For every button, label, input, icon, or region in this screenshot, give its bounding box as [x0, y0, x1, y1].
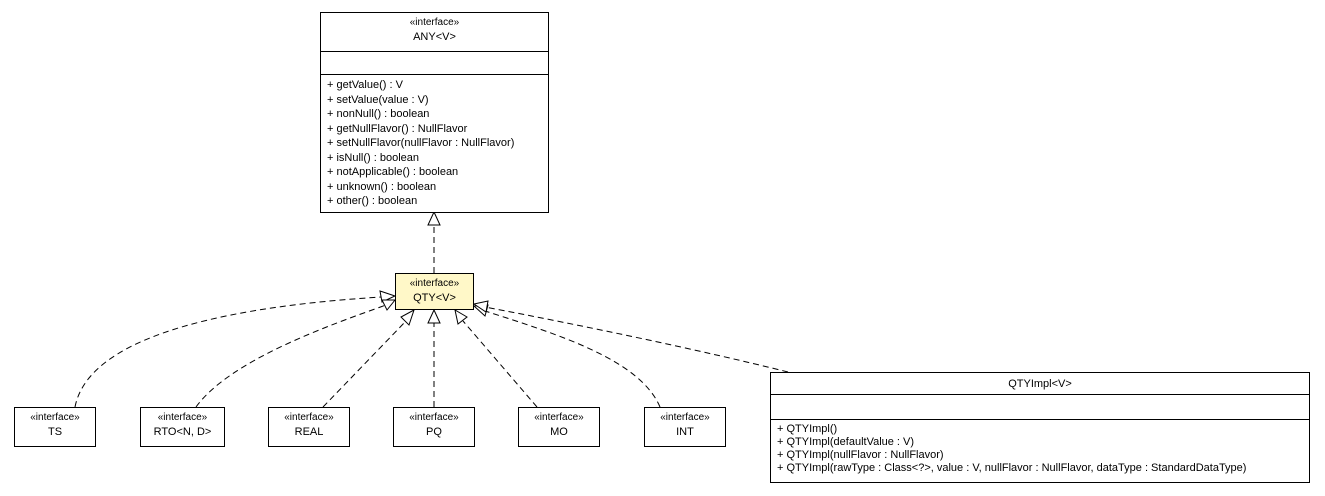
edge-impl-to-qty [484, 306, 789, 373]
any-stereotype: «interface» [409, 17, 460, 28]
qty-header: «interface» QTY<V> [396, 274, 473, 305]
arrowhead-impl [472, 300, 489, 313]
qtyimpl-name: QTYImpl<V> [1008, 378, 1072, 390]
int-header: «interface» INT [645, 408, 725, 439]
any-operation: + notApplicable() : boolean [327, 166, 459, 178]
qtyimpl-header: QTYImpl<V> [771, 373, 1309, 394]
qtyimpl-attributes [771, 394, 1309, 419]
class-real[interactable]: «interface» REAL [268, 407, 350, 447]
any-operations: + getValue() : V + setValue(value : V) +… [321, 74, 548, 212]
any-operation: + other() : boolean [327, 195, 418, 207]
qtyimpl-operation: + QTYImpl(defaultValue : V) [777, 436, 915, 448]
any-operation: + getNullFlavor() : NullFlavor [327, 122, 468, 135]
class-int[interactable]: «interface» INT [644, 407, 726, 447]
class-mo[interactable]: «interface» MO [518, 407, 600, 447]
any-attributes [321, 51, 548, 74]
rto-header: «interface» RTO<N, D> [141, 408, 224, 439]
pq-header: «interface» PQ [394, 408, 474, 439]
any-operation: + isNull() : boolean [327, 151, 420, 164]
any-operation: + nonNull() : boolean [327, 108, 430, 120]
pq-stereotype: «interface» [409, 412, 459, 423]
any-header: «interface» ANY<V> [321, 13, 548, 51]
ts-name: TS [47, 426, 63, 438]
mo-stereotype: «interface» [534, 412, 584, 423]
qtyimpl-operation: + QTYImpl(nullFlavor : NullFlavor) [777, 449, 944, 461]
real-name: REAL [294, 426, 324, 438]
class-qtyimpl[interactable]: QTYImpl<V> + QTYImpl() + QTYImpl(default… [770, 372, 1310, 483]
class-pq[interactable]: «interface» PQ [393, 407, 475, 447]
arrowhead-any [427, 210, 441, 226]
rto-stereotype: «interface» [157, 412, 208, 423]
any-operation: + setValue(value : V) [327, 93, 429, 106]
mo-name: MO [550, 426, 568, 438]
qty-stereotype: «interface» [409, 278, 460, 289]
qty-name: QTY<V> [413, 292, 456, 304]
edge-real-to-qty [322, 320, 407, 408]
real-stereotype: «interface» [284, 412, 334, 423]
edge-mo-to-qty [462, 320, 538, 408]
class-qty[interactable]: «interface» QTY<V> [395, 273, 474, 310]
arrowhead-ts [379, 290, 397, 303]
int-name: INT [676, 426, 694, 438]
rto-name: RTO<N, D> [153, 426, 212, 438]
int-stereotype: «interface» [660, 412, 710, 423]
arrowhead-mo [454, 308, 468, 325]
class-rto[interactable]: «interface» RTO<N, D> [140, 407, 225, 447]
arrowhead-rto [381, 299, 397, 311]
pq-name: PQ [426, 426, 442, 438]
qtyimpl-operations: + QTYImpl() + QTYImpl(defaultValue : V) … [771, 419, 1309, 478]
any-operation: + getValue() : V [327, 79, 403, 91]
mo-header: «interface» MO [519, 408, 599, 439]
arrowhead-pq [427, 308, 441, 324]
edge-rto-to-qty [195, 304, 387, 408]
edge-int-to-qty [484, 310, 661, 408]
any-operation: + setNullFlavor(nullFlavor : NullFlavor) [327, 137, 515, 149]
ts-header: «interface» TS [15, 408, 95, 439]
any-name: ANY<V> [413, 31, 456, 43]
arrowhead-real [400, 308, 415, 326]
class-ts[interactable]: «interface» TS [14, 407, 96, 447]
class-any[interactable]: «interface» ANY<V> + getValue() : V + se… [320, 12, 549, 213]
qtyimpl-operation: + QTYImpl() [777, 423, 838, 435]
real-header: «interface» REAL [269, 408, 349, 439]
ts-stereotype: «interface» [30, 412, 80, 423]
any-operation: + unknown() : boolean [327, 180, 437, 193]
edge-ts-to-qty [74, 296, 383, 408]
qtyimpl-operation: + QTYImpl(rawType : Class<?>, value : V,… [777, 462, 1247, 474]
